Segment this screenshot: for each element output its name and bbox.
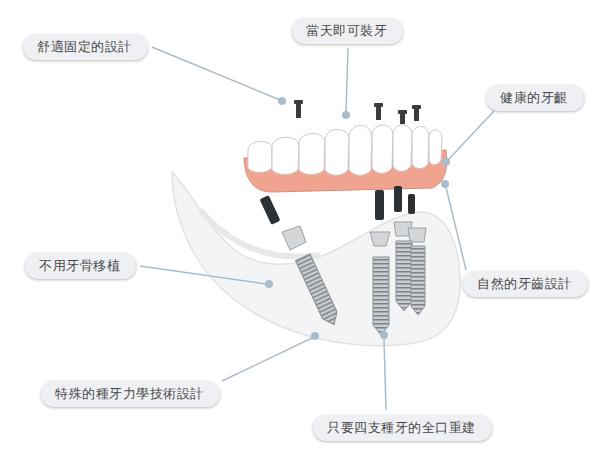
leader-dot (311, 332, 319, 340)
screw-body (414, 109, 419, 121)
callout-pill: 舒適固定的設計 (23, 34, 148, 60)
screw (394, 186, 402, 212)
implant-body (411, 246, 425, 315)
implants (296, 241, 425, 335)
tooth (393, 125, 412, 171)
implant-body (373, 257, 389, 335)
screw (260, 195, 281, 225)
screw (375, 190, 384, 220)
callout-text: 特殊的種牙力學技術設計 (55, 386, 206, 402)
leader-dot (265, 280, 273, 288)
callout-pill: 只要四支種牙的全口重建 (313, 415, 492, 441)
callout-pill: 自然的牙齒設計 (463, 271, 588, 297)
callout-pill: 不用牙骨移植 (25, 253, 136, 279)
top-screws (294, 100, 421, 124)
leader-dot (441, 180, 449, 188)
abutments (260, 186, 426, 250)
implant (373, 257, 389, 335)
screw-body (400, 114, 405, 124)
leader-line (384, 338, 386, 410)
screw-body (296, 104, 301, 118)
tooth (272, 137, 299, 174)
implant-body (296, 254, 342, 328)
tooth (325, 129, 349, 175)
callout-pill: 健康的牙齦 (486, 85, 584, 111)
implant (411, 246, 425, 315)
callout-text: 不用牙骨移植 (39, 258, 122, 274)
jaw-bone (172, 172, 460, 346)
leader-dot (380, 331, 388, 339)
tooth (349, 126, 372, 176)
leader-dots (265, 97, 450, 340)
leader-line (152, 47, 280, 100)
abutment (282, 226, 306, 250)
screw-body (376, 107, 381, 120)
callout-text: 自然的牙齒設計 (477, 276, 574, 292)
abutment-screw (260, 195, 281, 225)
abutment (408, 228, 426, 242)
implant (396, 241, 412, 311)
leader-line (140, 266, 266, 284)
leader-lines (140, 47, 494, 410)
bone-ridge (200, 210, 320, 257)
tooth (372, 125, 393, 173)
leader-line (448, 111, 494, 160)
callout-text: 只要四支種牙的全口重建 (327, 420, 478, 436)
implant-body (396, 241, 412, 311)
implant (296, 254, 342, 328)
screw-head (398, 110, 407, 114)
callout-pill: 特殊的種牙力學技術設計 (41, 381, 220, 407)
leader-line (222, 338, 312, 381)
callout-text: 當天即可裝牙 (306, 23, 389, 39)
screw-head (374, 103, 383, 107)
leader-dot (342, 111, 350, 119)
callout-pill: 當天即可裝牙 (292, 18, 403, 44)
screw (408, 194, 415, 214)
leader-line (346, 48, 348, 112)
callout-text: 健康的牙齦 (500, 90, 570, 106)
tooth (429, 130, 442, 165)
teeth (248, 125, 442, 175)
tooth (299, 133, 325, 174)
leader-dot (278, 97, 286, 105)
screw-head (294, 100, 303, 104)
leader-dot (442, 158, 450, 166)
callout-text: 舒適固定的設計 (37, 39, 134, 55)
abutment (370, 232, 390, 246)
leader-line (446, 187, 466, 270)
tooth (248, 141, 272, 172)
tooth (412, 127, 429, 169)
screw-head (412, 105, 421, 109)
